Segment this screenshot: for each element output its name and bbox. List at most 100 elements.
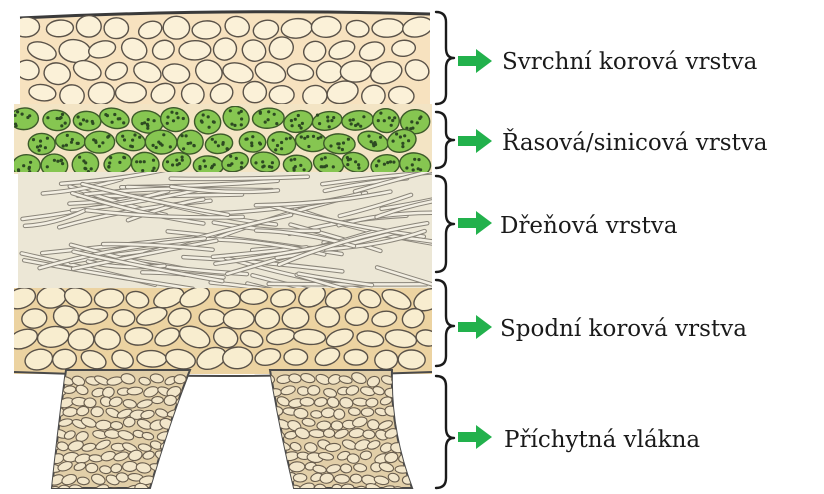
algal-dot xyxy=(407,139,410,142)
rhizine-cell xyxy=(307,385,320,395)
algal-dot xyxy=(294,118,297,121)
algal-cell xyxy=(28,133,55,154)
cortex-cell xyxy=(104,18,129,39)
algal-dot xyxy=(141,169,144,172)
algal-dot xyxy=(29,161,32,164)
algal-dot xyxy=(389,160,392,163)
algal-dot xyxy=(412,168,415,171)
algal-dot xyxy=(374,143,377,146)
medulla-label: Dřeňová vrstva xyxy=(500,213,678,239)
algal-dot xyxy=(70,141,73,144)
algal-dot xyxy=(289,137,292,140)
algal-dot xyxy=(123,138,126,141)
rhizine-cell xyxy=(42,418,58,432)
algal-dot xyxy=(208,126,211,129)
cortex-cell xyxy=(311,16,341,38)
algal-dot xyxy=(300,135,303,138)
cortex-cell xyxy=(243,81,267,103)
algal-dot xyxy=(318,122,321,125)
algal-dot xyxy=(326,116,329,119)
algal-dot xyxy=(77,115,80,118)
algal-dot xyxy=(258,141,261,144)
rhizine-cell xyxy=(289,462,305,472)
algal-dot xyxy=(264,121,267,124)
algal-dot xyxy=(17,168,20,171)
algal-dot xyxy=(185,134,188,137)
layer-label-rhizines: Příchytná vlákna xyxy=(458,425,700,453)
rhizine-cell xyxy=(182,407,196,418)
algal-dot xyxy=(153,119,156,122)
algal-dot xyxy=(61,113,64,116)
algal-dot xyxy=(121,135,124,138)
rhizines-label: Příchytná vlákna xyxy=(504,427,700,453)
algal-dot xyxy=(175,112,178,115)
algal-dot xyxy=(399,135,402,138)
algal-dot xyxy=(175,159,178,162)
upper-cortex-layer xyxy=(12,12,434,109)
algal-dot xyxy=(211,138,214,141)
algal-dot xyxy=(213,121,216,124)
algal-dot xyxy=(354,160,357,163)
lower-cortex-cell xyxy=(223,309,254,330)
algal-dot xyxy=(14,114,17,117)
cortex-cell xyxy=(115,82,146,102)
algal-dot xyxy=(301,122,304,125)
green-right-arrow-icon xyxy=(458,49,492,73)
algal-dot xyxy=(107,165,110,168)
rhizine-cell xyxy=(331,421,343,431)
rhizine-cell xyxy=(175,441,191,453)
lower-cortex-cell xyxy=(112,309,135,326)
algal-dot xyxy=(85,120,88,123)
algal-dot xyxy=(416,121,419,124)
algal-dot xyxy=(254,161,257,164)
algal-dot xyxy=(203,159,206,162)
green-right-arrow-icon xyxy=(458,315,492,339)
algal-dot xyxy=(157,141,160,144)
rhizine-cell xyxy=(167,472,182,485)
algal-dot xyxy=(152,167,155,170)
green-right-arrow-icon xyxy=(458,425,492,449)
algal-dot xyxy=(383,163,386,166)
algal-dot xyxy=(298,124,301,127)
algal-dot xyxy=(207,115,210,118)
algal-dot xyxy=(14,123,17,126)
algal-dot xyxy=(271,161,274,164)
algal-dot xyxy=(22,164,25,167)
algal-dot xyxy=(240,117,243,120)
layer-brackets xyxy=(436,12,454,488)
rhizine-cell xyxy=(91,407,104,417)
algal-dot xyxy=(139,160,142,163)
algal-dot xyxy=(109,156,112,159)
layer-label-lower-cortex: Spodní korová vrstva xyxy=(458,315,747,342)
algal-dot xyxy=(131,145,134,148)
algal-dot xyxy=(171,163,174,166)
algal-dot xyxy=(267,110,270,113)
lower-cortex-layer xyxy=(4,282,447,376)
algal-dot xyxy=(181,159,184,162)
algal-dot xyxy=(329,144,332,147)
algal-dot xyxy=(251,135,254,138)
algal-dot xyxy=(113,113,116,116)
lower-cortex-cell xyxy=(255,308,281,330)
rhizine-cell xyxy=(159,485,176,494)
algal-dot xyxy=(166,160,169,163)
algal-dot xyxy=(316,114,319,117)
algal-dot xyxy=(46,116,49,119)
bracket-algal-layer xyxy=(436,112,454,168)
algal-dot xyxy=(320,165,323,168)
rhizines-layer xyxy=(42,370,415,494)
algal-dot xyxy=(293,158,296,161)
algal-dot xyxy=(324,156,327,159)
algal-dot xyxy=(182,147,185,150)
algal-layer-label: Řasová/sinicová vrstva xyxy=(502,129,768,156)
layer-label-upper-cortex: Svrchní korová vrstva xyxy=(458,49,758,75)
rhizine-cell xyxy=(393,395,411,410)
algal-dot xyxy=(357,163,360,166)
algal-dot xyxy=(280,141,283,144)
algal-dot xyxy=(166,116,169,119)
algal-dot xyxy=(210,166,213,169)
algal-dot xyxy=(198,165,201,168)
algal-dot xyxy=(303,168,306,171)
algal-dot xyxy=(240,166,243,169)
